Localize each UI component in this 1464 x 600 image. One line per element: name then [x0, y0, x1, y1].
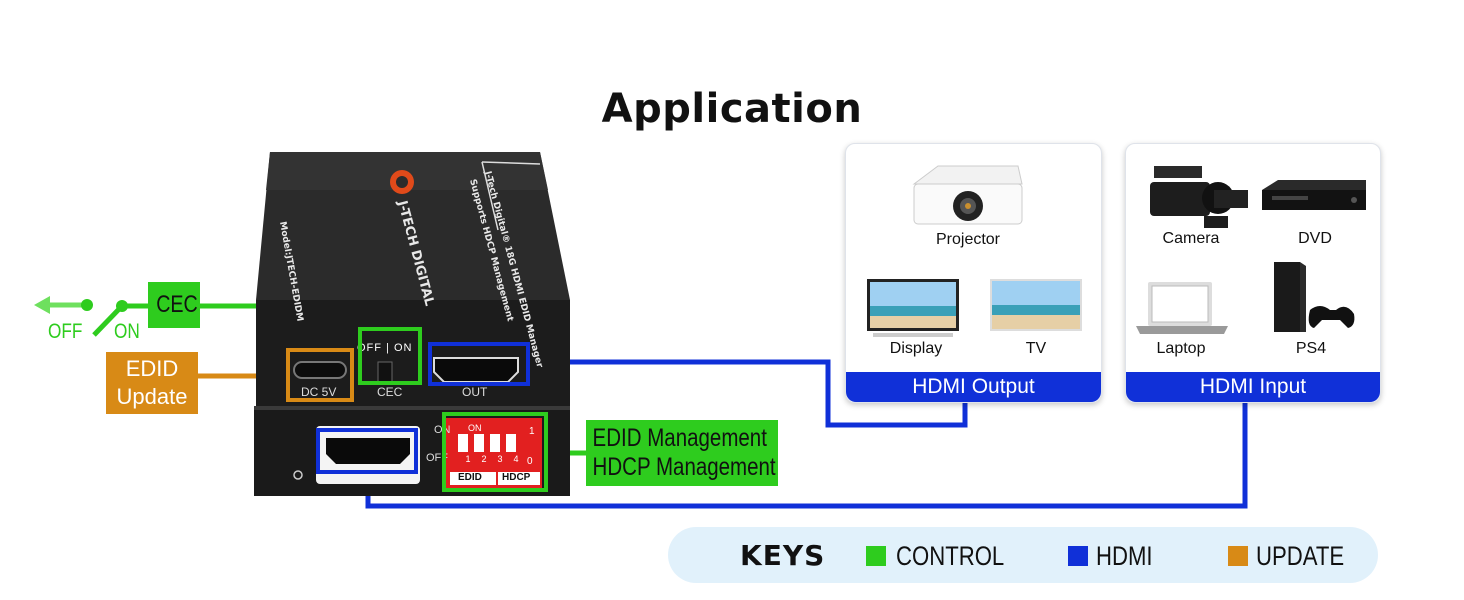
switch-pivot-icon — [116, 300, 128, 312]
dip-switch-highlight — [442, 412, 548, 492]
laptop-label: Laptop — [1156, 340, 1206, 357]
dip-side-1: 1 — [529, 426, 535, 437]
off-label: OFF — [48, 320, 83, 343]
control-key-label: CONTROL — [896, 541, 1005, 571]
page-title: Application — [601, 86, 863, 132]
projector-label: Projector — [935, 231, 1001, 248]
hdmi-out-highlight — [428, 342, 530, 386]
ps4-label: PS4 — [1295, 340, 1327, 357]
laptop-icon — [1136, 282, 1228, 334]
cec-callout: CEC — [148, 282, 200, 328]
cec-switch-highlight — [358, 327, 422, 385]
hdmi-input-footer: HDMI Input — [1126, 372, 1380, 402]
dc-port-label: DC 5V — [301, 385, 337, 399]
keys-legend: KEYS CONTROL HDMI UPDATE — [668, 527, 1378, 583]
tv-icon — [990, 279, 1082, 331]
update-key-label: UPDATE — [1256, 541, 1345, 571]
update-swatch — [1228, 546, 1248, 566]
camera-icon — [1150, 166, 1248, 228]
projector-icon — [912, 165, 1023, 225]
keys-title: KEYS — [740, 539, 826, 572]
cec-port-label: CEC — [377, 385, 403, 399]
display-label: Display — [889, 340, 943, 357]
camera-label: Camera — [1162, 230, 1220, 247]
edid-manager-device: J-TECH DIGITAL J-Tech Digital® 18G HDMI … — [254, 152, 570, 496]
hdmi-output-panel: Projector Display TV HDMI Output — [845, 143, 1102, 403]
on-label: ON — [114, 320, 140, 343]
edid-update-callout: EDID Update — [106, 352, 198, 414]
hdmi-output-footer: HDMI Output — [846, 372, 1101, 402]
dip-side-0: 0 — [527, 456, 533, 467]
display-icon — [867, 279, 959, 337]
hdmi-key-label: HDMI — [1096, 541, 1153, 571]
dip-hdcp-label: HDCP — [502, 472, 531, 483]
arrow-left-icon — [34, 296, 50, 314]
hdmi-swatch — [1068, 546, 1088, 566]
switch-label: OFF | ON — [357, 342, 413, 354]
dip-edid-label: EDID — [458, 472, 482, 483]
dvd-icon — [1262, 180, 1366, 210]
switch-contact-icon — [81, 299, 93, 311]
dip-numbers: 1 2 3 4 — [465, 454, 519, 464]
ps4-icon — [1274, 262, 1355, 332]
switch-lever — [92, 304, 124, 337]
hdmi-input-panel: Camera DVD Laptop PS4 HDMI Input — [1125, 143, 1381, 403]
out-port-label: OUT — [462, 385, 488, 399]
hdmi-in-highlight — [316, 428, 418, 474]
management-callout: EDID Management HDCP Management — [586, 420, 778, 486]
tv-label: TV — [1025, 340, 1047, 357]
hdmi-line-out — [528, 359, 968, 428]
dip-on-label: ON — [468, 423, 482, 433]
dvd-label: DVD — [1298, 230, 1332, 247]
dc-port-highlight — [286, 348, 354, 402]
control-swatch — [866, 546, 886, 566]
